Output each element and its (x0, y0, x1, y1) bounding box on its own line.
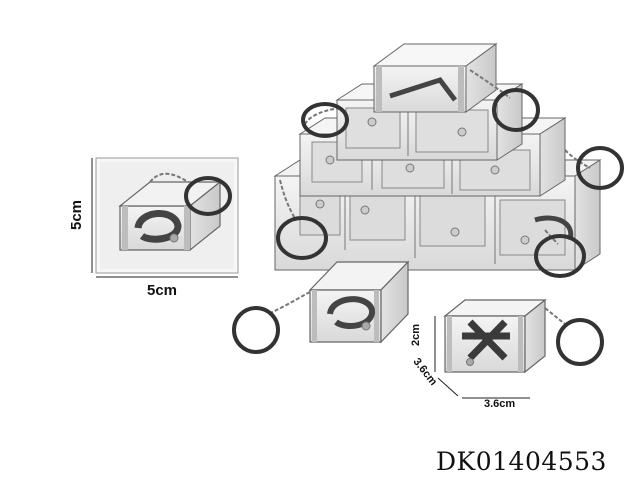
dimension-label-width-large: 5cm (147, 282, 178, 299)
dimension-label-height-large: 5cm (68, 199, 85, 230)
sample-photo (95, 157, 239, 274)
dimension-label-height-small: 2cm (410, 323, 422, 346)
stack-key-rings (276, 69, 624, 278)
top-box (372, 43, 498, 113)
product-code: DK01404553 (436, 447, 607, 476)
keychain-box-medium (232, 260, 410, 354)
dimension-lines (91, 158, 530, 399)
keychain-box-small (443, 298, 604, 374)
keychain-box-large (118, 172, 232, 252)
dimension-label-width-small: 3.6cm (484, 398, 516, 410)
box-stack (273, 43, 624, 278)
